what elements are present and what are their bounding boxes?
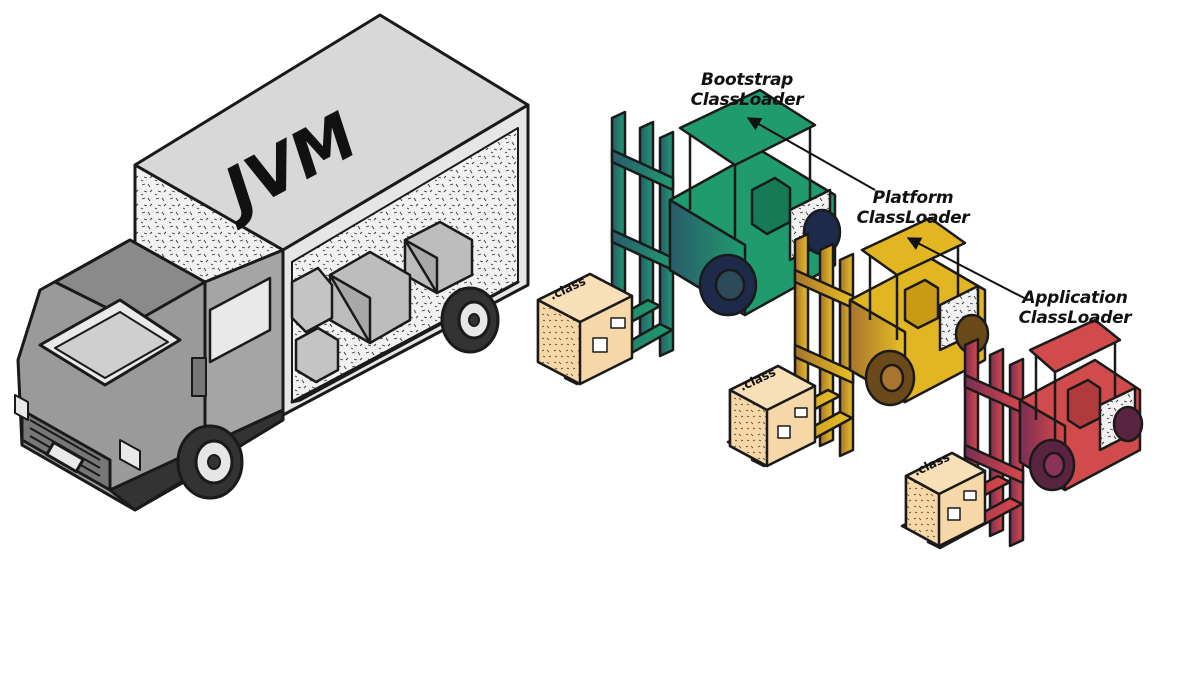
class-box-platform bbox=[728, 364, 817, 468]
platform-label-line1: Platform bbox=[872, 188, 954, 208]
platform-classloader-label: Platform ClassLoader bbox=[838, 188, 988, 228]
bootstrap-label-line2: ClassLoader bbox=[690, 90, 804, 110]
bootstrap-label-line1: Bootstrap bbox=[700, 70, 793, 90]
platform-label-line2: ClassLoader bbox=[856, 208, 970, 228]
arrow-application-to-platform bbox=[906, 237, 1029, 301]
class-box-bootstrap bbox=[536, 272, 634, 386]
jvm-truck bbox=[14, 13, 530, 512]
application-label-line1: Application bbox=[1022, 288, 1128, 308]
application-classloader-label: Application ClassLoader bbox=[1000, 288, 1150, 328]
arrow-platform-to-bootstrap bbox=[746, 117, 876, 191]
class-box-application bbox=[904, 451, 987, 548]
bootstrap-classloader-label: Bootstrap ClassLoader bbox=[672, 70, 822, 110]
application-label-line2: ClassLoader bbox=[1018, 308, 1132, 328]
